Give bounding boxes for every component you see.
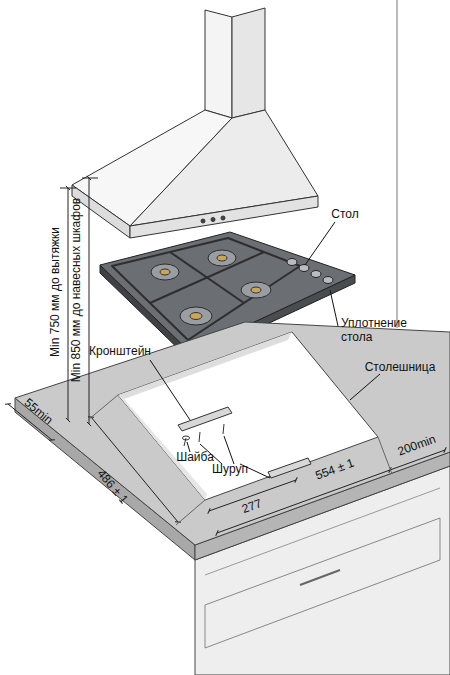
part-label: Стол (331, 208, 358, 222)
part-label: Шуруп (212, 463, 248, 477)
dimension-text: Min 850 мм до навесных шкафов (70, 198, 84, 382)
dimension-lines (8, 178, 445, 533)
part-label: Уплотнение стола (341, 317, 439, 345)
part-label: Столешница (365, 361, 436, 375)
wall-corner (397, 0, 398, 328)
dimension-text: Min 750 мм до вытяжки (49, 227, 63, 357)
leader-lines (150, 222, 380, 478)
part-label: Кронштейн (89, 345, 151, 359)
cooker-hood (72, 8, 318, 238)
bracket-hardware (178, 407, 311, 478)
part-label: Шайба (176, 451, 214, 465)
